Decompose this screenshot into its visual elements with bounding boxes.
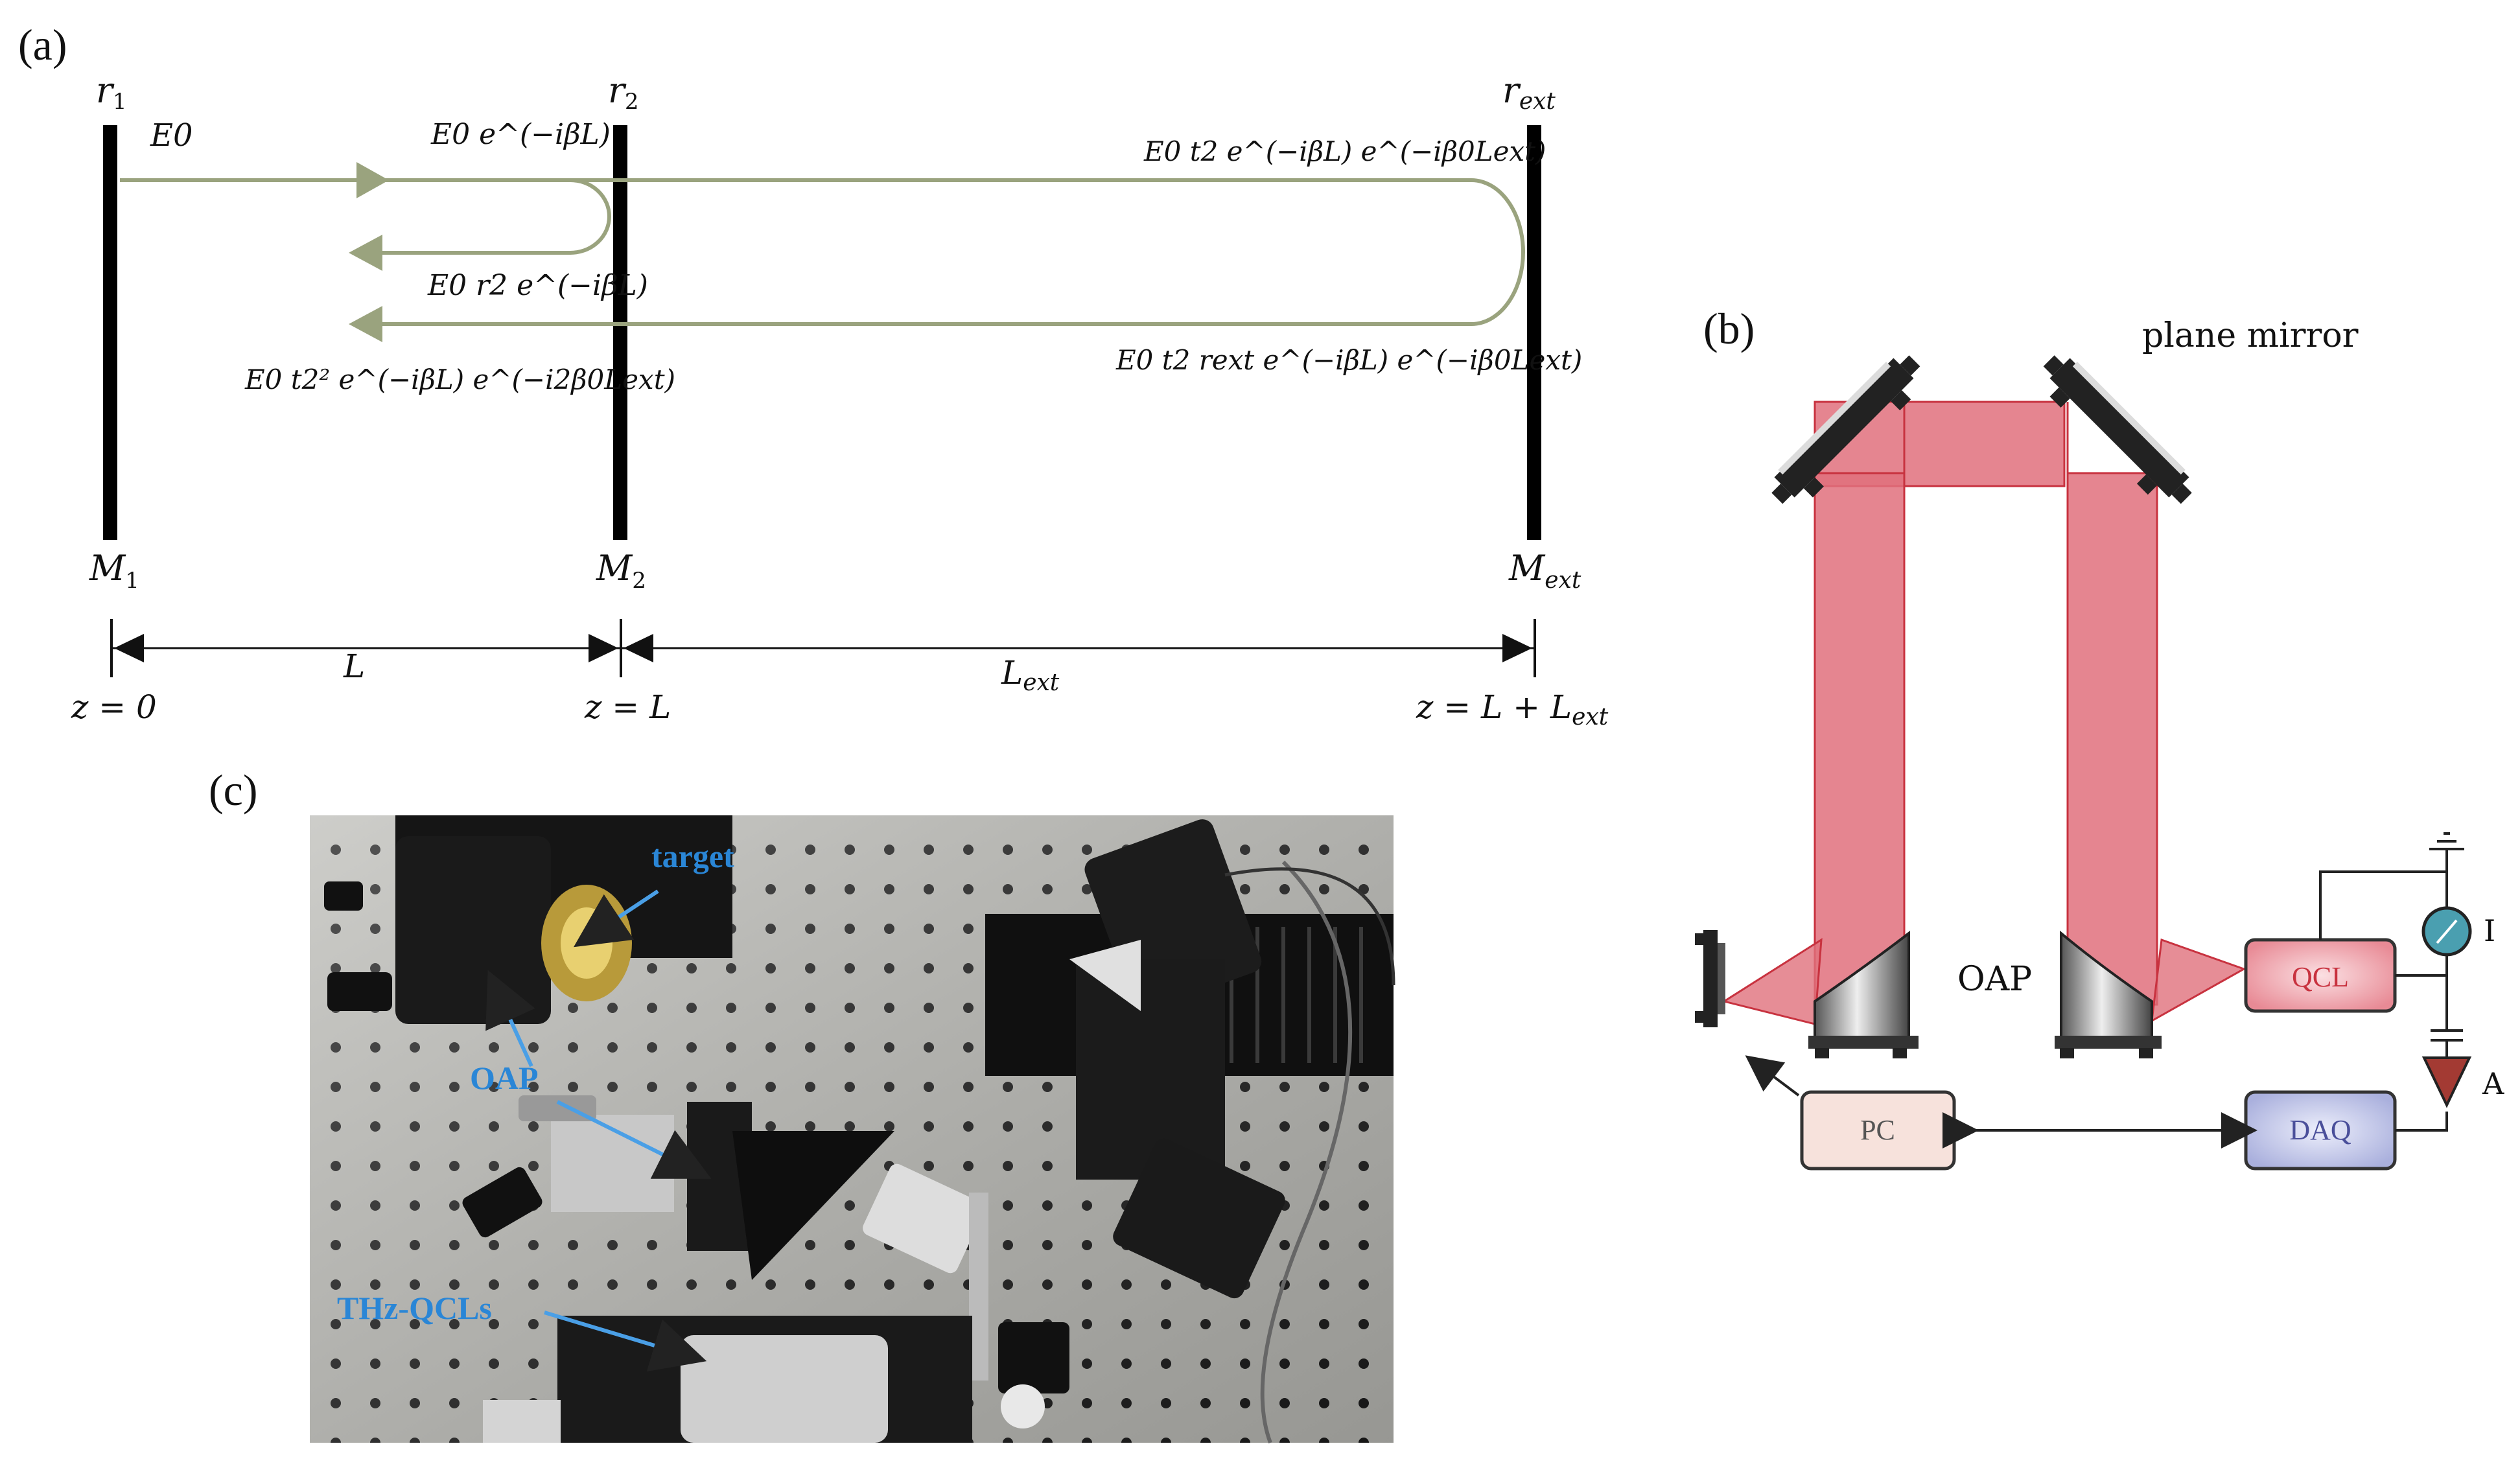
qcl-label: QCL (2292, 961, 2349, 993)
mirror-mext (1527, 125, 1541, 540)
arrow-forward (356, 162, 389, 198)
oap-mirror-left (1808, 930, 1919, 1058)
plane-mirror-label: plane mirror (2142, 316, 2359, 355)
arrow-oap-top (485, 970, 535, 1067)
field-e0: E0 (150, 117, 193, 154)
beam-right (2066, 472, 2158, 1006)
panel-a-label: (a) (18, 20, 67, 69)
oap-label: OAP (1957, 960, 2032, 999)
length-Lext: Lext (1001, 654, 1060, 696)
panel-c-label: (c) (209, 765, 257, 815)
label-r1: r1 (96, 70, 126, 115)
wave-path-external (120, 178, 1525, 326)
field-e0-t2sq: E0 t2² e^(−iβL) e^(−i2β0Lext) (244, 364, 675, 395)
label-r2: r2 (608, 70, 638, 115)
panel-b-label: (b) (1703, 304, 1755, 353)
arrow-oap-center (556, 1100, 712, 1179)
length-L: L (343, 647, 365, 685)
daq-label: DAQ (2289, 1114, 2351, 1146)
photo-label-thz: THz-QCLs (337, 1290, 492, 1326)
ruler-arrow (624, 634, 653, 662)
plane-mirror-right (2043, 355, 2192, 504)
label-m1: M1 (89, 548, 139, 594)
label-mext: Mext (1508, 548, 1581, 594)
current-source-needle (2436, 919, 2458, 944)
ruler-arrow (1502, 634, 1532, 662)
photo-label-target: target (651, 838, 734, 874)
mirror-m1 (103, 125, 117, 540)
field-e0-t2-rext: E0 t2 rext e^(−iβL) e^(−iβ0Lext) (1115, 344, 1582, 376)
bias-circuit (2319, 832, 2464, 1132)
ruler-arrow (589, 634, 618, 662)
panel-c: (c) (209, 765, 1395, 1444)
setup-photo (310, 815, 1395, 1444)
panel-a: (a) r1 r2 rext M1 M2 Mext E0 E0 e^(−iβL)… (18, 20, 1609, 730)
arrow-target (573, 889, 659, 948)
position-z0: z = 0 (71, 688, 157, 726)
panel-b: (b) plane mirror (1695, 304, 2504, 1171)
mirror-m2 (613, 125, 627, 540)
oap-mirror-right (2055, 930, 2162, 1058)
beam-left (1814, 472, 1906, 1006)
field-e0-prop: E0 e^(−iβL) (430, 118, 611, 151)
beam-cone-right (2151, 938, 2246, 1023)
label-m2: M2 (596, 548, 646, 594)
field-e0-r2: E0 r2 e^(−iβL) (427, 269, 648, 302)
label-rext: rext (1502, 70, 1556, 115)
wave-path-internal (363, 178, 611, 255)
arrow-thz (544, 1311, 707, 1372)
pc-label: PC (1860, 1114, 1895, 1146)
ruler-arrow (114, 634, 144, 662)
position-zL: z = L (584, 688, 671, 726)
current-label: I (2484, 913, 2495, 948)
plane-mirror-left (1771, 355, 1920, 504)
target-holder (1695, 930, 1725, 1027)
amplifier-label: A (2482, 1066, 2504, 1101)
arrow-reflect-r2 (349, 235, 382, 271)
pc-target-arrow (1745, 1055, 1800, 1097)
field-e0-t2-ext: E0 t2 e^(−iβL) e^(−iβ0Lext) (1143, 135, 1546, 167)
amplifier-icon (2421, 1056, 2472, 1108)
photo-label-oap: OAP (470, 1060, 539, 1096)
position-zLext: z = L + Lext (1416, 688, 1609, 730)
arrow-reflect-ext (349, 306, 382, 342)
beam-cone-left (1721, 938, 1823, 1025)
